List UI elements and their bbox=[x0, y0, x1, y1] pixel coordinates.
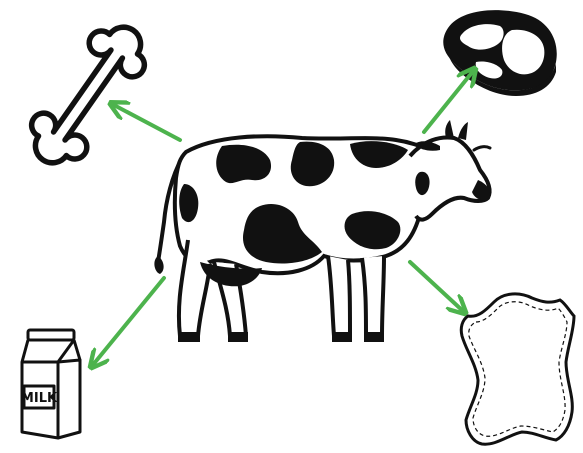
bone-icon bbox=[17, 13, 158, 178]
arrow-to-milk bbox=[92, 278, 164, 366]
steak-icon bbox=[443, 10, 556, 96]
milk-carton-icon bbox=[22, 330, 80, 438]
cow-icon bbox=[154, 120, 490, 342]
arrow-to-bone bbox=[112, 104, 180, 140]
arrow-to-leather bbox=[410, 262, 464, 312]
milk-label: MILK bbox=[21, 391, 58, 406]
leather-hide-icon bbox=[461, 294, 574, 444]
